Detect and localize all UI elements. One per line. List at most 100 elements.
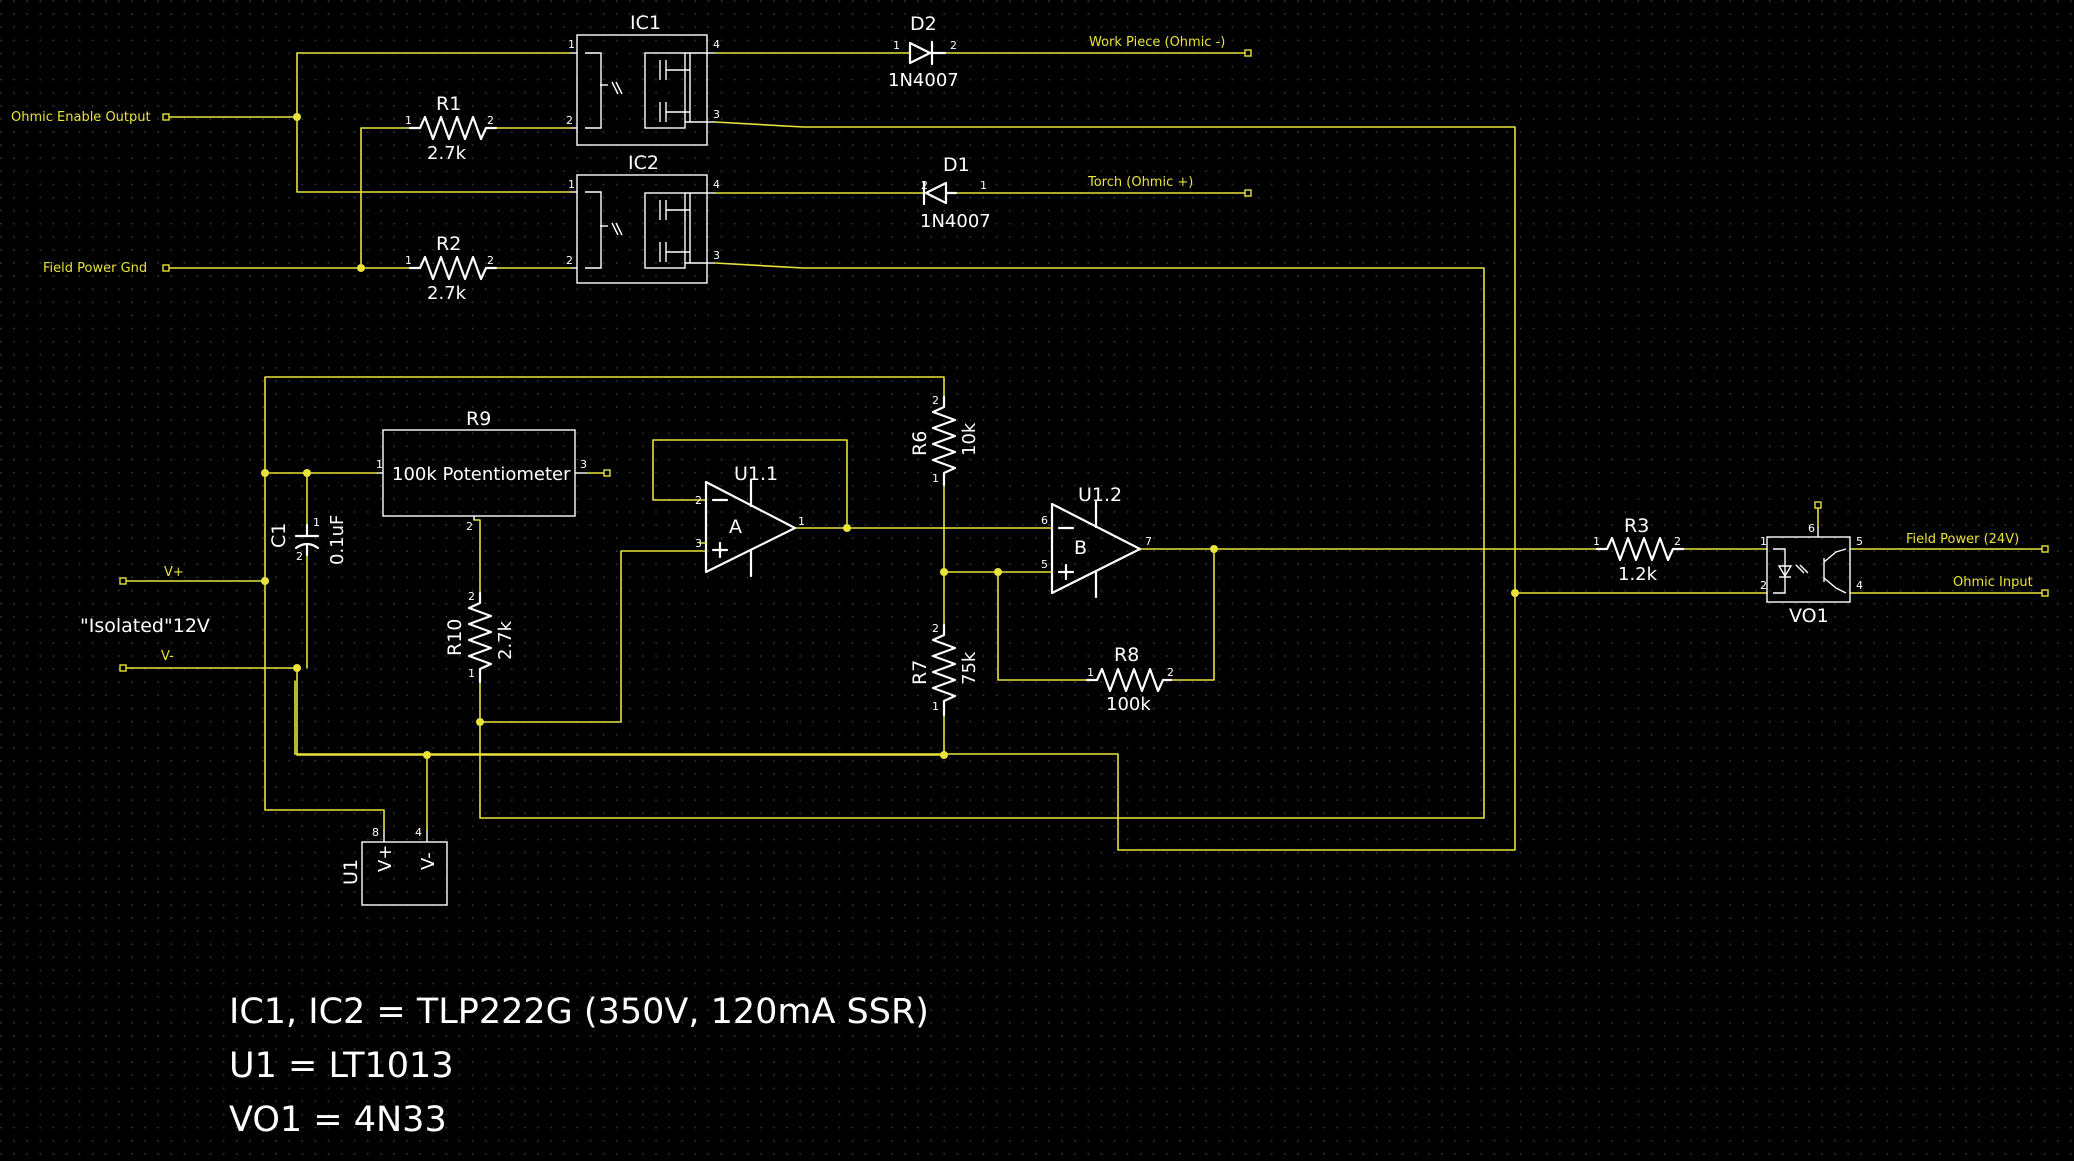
svg-text:1: 1 (893, 39, 900, 52)
svg-text:2: 2 (921, 179, 928, 192)
d1-value: 1N4007 (920, 211, 991, 232)
r9-ref: R9 (466, 408, 491, 430)
svg-text:1: 1 (405, 114, 412, 127)
svg-text:2: 2 (1674, 535, 1681, 548)
d2-ref: D2 (910, 13, 937, 35)
c1-capacitor[interactable]: C1 0.1uF 1 2 (268, 515, 348, 565)
u1b-opamp[interactable]: U1.2 B 657 (1041, 484, 1152, 599)
svg-text:1: 1 (313, 516, 320, 529)
r1-value: 2.7k (427, 143, 467, 164)
svg-text:2: 2 (466, 520, 473, 533)
svg-text:2: 2 (296, 550, 303, 563)
svg-text:2: 2 (487, 254, 494, 267)
svg-text:1: 1 (1593, 535, 1600, 548)
svg-text:6: 6 (1041, 514, 1048, 527)
svg-text:1: 1 (1760, 535, 1767, 548)
svg-text:4: 4 (415, 826, 422, 839)
svg-text:3: 3 (580, 458, 587, 471)
svg-text:2: 2 (1167, 666, 1174, 679)
r7-ref: R7 (909, 660, 931, 685)
notes: IC1, IC2 = TLP222G (350V, 120mA SSR) U1 … (229, 992, 929, 1140)
net-ohmic-enable: Ohmic Enable Output (11, 110, 151, 125)
svg-text:1: 1 (568, 178, 575, 191)
u1-power[interactable]: V+ V- U1 8 4 (340, 826, 448, 906)
r2-ref: R2 (436, 233, 461, 255)
u1b-ref: U1.2 (1078, 484, 1122, 506)
ic2-ssr[interactable]: IC2 1 2 4 3 (566, 152, 720, 284)
svg-text:4: 4 (713, 178, 720, 191)
r3-ref: R3 (1624, 515, 1649, 537)
u1a-ref: U1.1 (734, 463, 778, 485)
r3-resistor[interactable]: R3 1.2k 1 2 (1593, 515, 1685, 585)
net-torch: Torch (Ohmic +) (1087, 175, 1193, 190)
svg-text:2: 2 (487, 114, 494, 127)
u1-ref: U1 (340, 859, 362, 885)
r1-resistor[interactable]: R1 2.7k 1 2 (405, 93, 498, 164)
note-u1: U1 = LT1013 (229, 1046, 454, 1086)
svg-text:2: 2 (932, 394, 939, 407)
svg-text:3: 3 (713, 249, 720, 262)
svg-text:2: 2 (566, 254, 573, 267)
r10-value: 2.7k (495, 620, 516, 660)
ic1-ref: IC1 (630, 12, 661, 34)
svg-text:4: 4 (713, 38, 720, 51)
svg-text:1: 1 (932, 700, 939, 713)
ic1-ssr[interactable]: IC1 1 2 4 3 (566, 12, 720, 146)
svg-text:1: 1 (405, 254, 412, 267)
net-vplus: V+ (164, 565, 184, 580)
r8-ref: R8 (1114, 644, 1139, 666)
net-labels: Ohmic Enable Output Field Power Gnd Work… (11, 35, 2033, 664)
r9-potentiometer[interactable]: R9 100k Potentiometer 1 3 2 (376, 408, 587, 533)
d1-ref: D1 (943, 154, 970, 176)
svg-text:1: 1 (1087, 666, 1094, 679)
r3-value: 1.2k (1618, 564, 1658, 585)
u1-vplus: V+ (375, 845, 396, 872)
svg-text:2: 2 (566, 114, 573, 127)
vo1-optocoupler[interactable]: VO1 1 2 5 4 6 (1760, 522, 1863, 627)
net-field-gnd: Field Power Gnd (43, 261, 147, 276)
wires (122, 52, 2046, 851)
d1-diode[interactable]: D1 1N4007 2 1 (920, 154, 991, 232)
svg-text:3: 3 (713, 108, 720, 121)
r2-resistor[interactable]: R2 2.7k 1 2 (405, 233, 498, 304)
svg-text:2: 2 (1760, 579, 1767, 592)
r7-value: 75k (959, 651, 980, 685)
r9-value: 100k Potentiometer (392, 464, 571, 485)
note-vo1: VO1 = 4N33 (229, 1100, 447, 1140)
connector-pads (119, 49, 2049, 672)
r6-value: 10k (959, 422, 980, 456)
junction-dots (261, 113, 1519, 759)
r2-value: 2.7k (427, 283, 467, 304)
svg-text:8: 8 (372, 826, 379, 839)
vo1-ref: VO1 (1789, 605, 1829, 627)
r7-resistor[interactable]: R7 75k 2 1 (909, 622, 980, 717)
svg-text:6: 6 (1808, 522, 1815, 535)
svg-text:1: 1 (376, 458, 383, 471)
svg-text:4: 4 (1856, 579, 1863, 592)
net-field-power: Field Power (24V) (1906, 532, 2019, 547)
u1-vminus: V- (418, 852, 439, 870)
svg-text:1: 1 (568, 38, 575, 51)
net-work-piece: Work Piece (Ohmic -) (1089, 35, 1225, 50)
c1-value: 0.1uF (327, 515, 348, 565)
svg-text:2: 2 (950, 39, 957, 52)
r10-resistor[interactable]: R10 2.7k 21 (444, 590, 516, 684)
net-isolated: "Isolated"12V (80, 615, 210, 637)
u1b-unit: B (1074, 537, 1087, 559)
r1-ref: R1 (436, 93, 461, 115)
r10-ref: R10 (444, 619, 466, 656)
ic2-ref: IC2 (628, 152, 659, 174)
svg-text:1: 1 (932, 472, 939, 485)
svg-text:5: 5 (1856, 535, 1863, 548)
svg-text:3: 3 (695, 537, 702, 550)
r6-resistor[interactable]: R6 10k 21 (909, 394, 980, 487)
svg-text:1: 1 (980, 179, 987, 192)
svg-text:2: 2 (695, 494, 702, 507)
c1-ref: C1 (268, 523, 290, 548)
note-ssr: IC1, IC2 = TLP222G (350V, 120mA SSR) (229, 992, 929, 1032)
u1a-opamp[interactable]: U1.1 A 231 (695, 463, 805, 578)
svg-text:2: 2 (932, 622, 939, 635)
